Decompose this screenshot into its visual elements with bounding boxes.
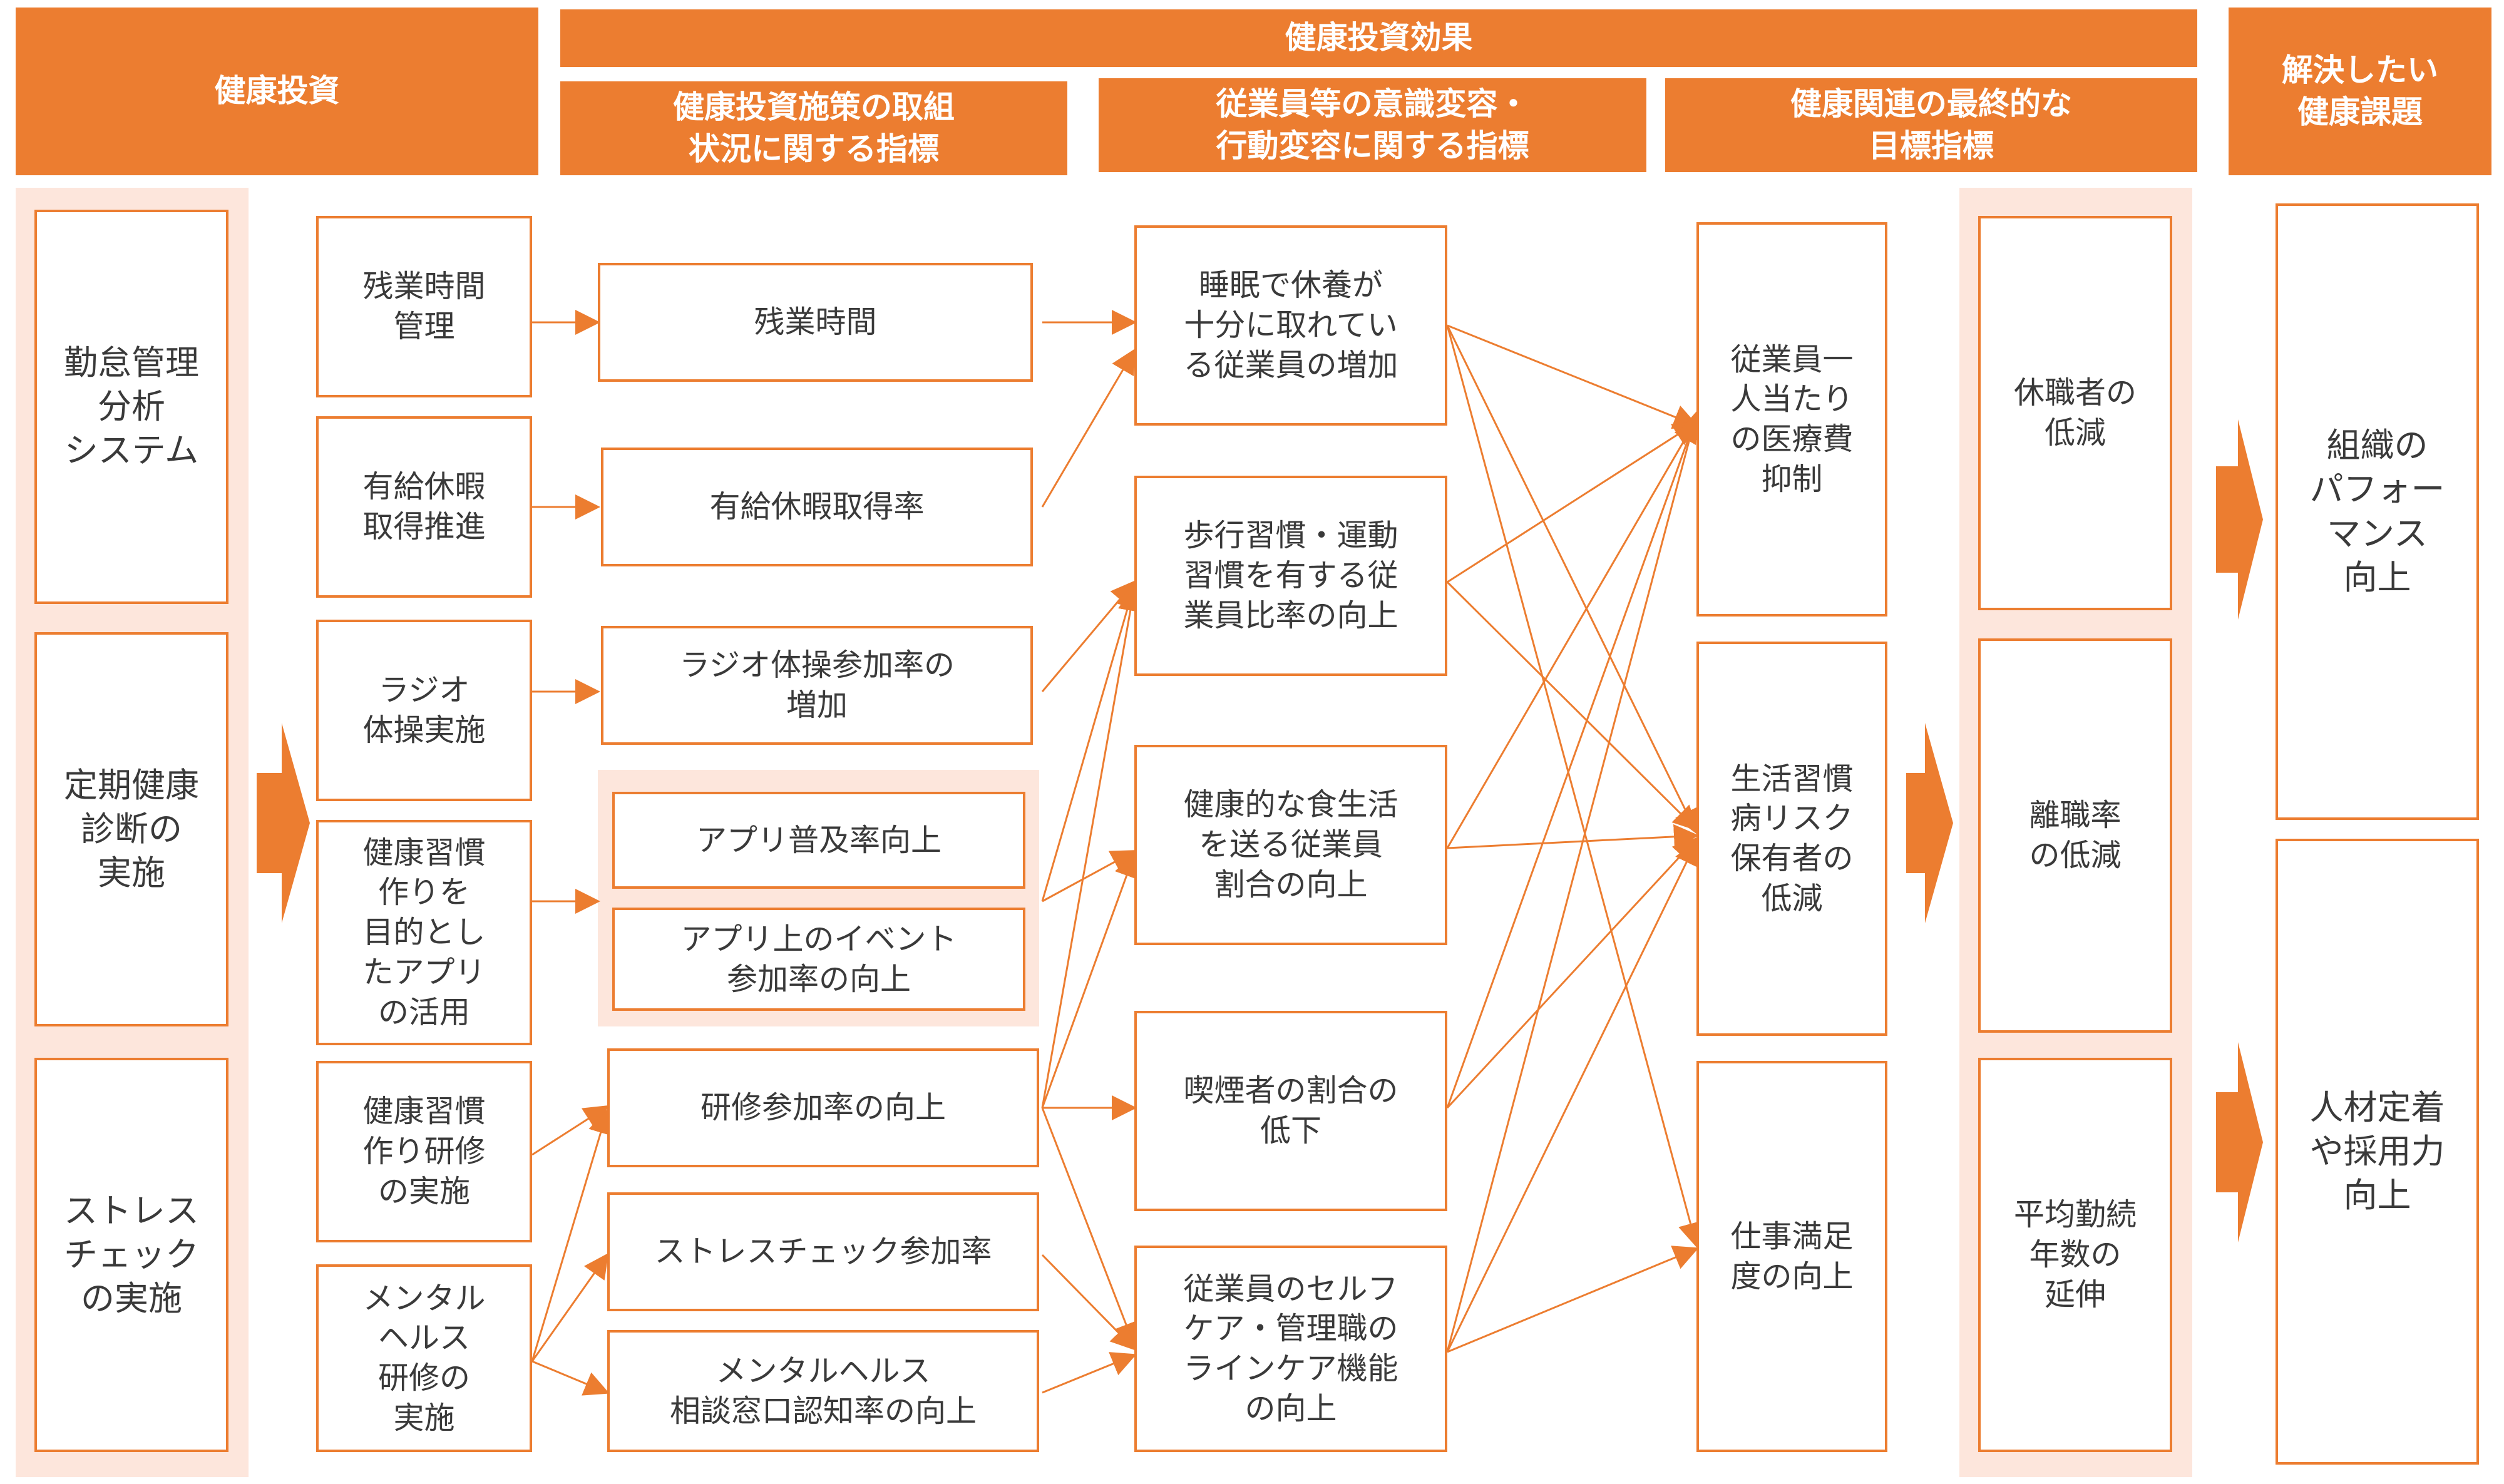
indicator-paid-leave-rate: 有給休暇取得率 (601, 448, 1033, 566)
issue-organizational-performance: 組織の パフォー マンス 向上 (2276, 203, 2479, 820)
measure-health-app: 健康習慣 作りを 目的とし たアプリ の活用 (316, 820, 532, 1045)
arrow-outcomes-to-issue-2 (2216, 1042, 2263, 1242)
header-initiative-indicators: 健康投資施策の取組 状況に関する指標 (560, 81, 1067, 175)
indicator-healthy-diet: 健康的な食生活 を送る従業員 割合の向上 (1134, 745, 1447, 945)
header-investment: 健康投資 (16, 8, 538, 175)
header-health-issues: 解決したい 健康課題 (2229, 8, 2491, 175)
system-stress-check: ストレス チェック の実施 (34, 1058, 228, 1452)
measure-overtime-management: 残業時間 管理 (316, 216, 532, 397)
measure-radio-exercise: ラジオ 体操実施 (316, 620, 532, 801)
indicator-medical-cost: 従業員一 人当たり の医療費 抑制 (1696, 222, 1887, 617)
indicator-app-event-participation: アプリ上のイベント 参加率の向上 (612, 908, 1025, 1011)
outcome-tenure-extension: 平均勤続 年数の 延伸 (1978, 1058, 2172, 1452)
header-final-indicators: 健康関連の最終的な 目標指標 (1665, 78, 2197, 172)
system-health-checkup: 定期健康 診断の 実施 (34, 632, 228, 1026)
arrow-final-to-outcomes (1906, 723, 1953, 923)
outcome-leave-reduction: 休職者の 低減 (1978, 216, 2172, 610)
indicator-exercise-habit: 歩行習慣・運動 習慣を有する従 業員比率の向上 (1134, 476, 1447, 676)
arrow-outcomes-to-issue-1 (2216, 419, 2263, 620)
issue-retention-recruitment: 人材定着 や採用力 向上 (2276, 839, 2479, 1465)
arrow-systems-to-measures (257, 723, 310, 923)
indicator-overtime-hours: 残業時間 (598, 263, 1033, 382)
indicator-job-satisfaction: 仕事満足 度の向上 (1696, 1061, 1887, 1452)
header-awareness-indicators: 従業員等の意識変容・ 行動変容に関する指標 (1099, 78, 1646, 172)
indicator-training-participation: 研修参加率の向上 (607, 1048, 1039, 1167)
indicator-stress-check-participation: ストレスチェック参加率 (607, 1192, 1039, 1311)
system-attendance-analysis: 勤怠管理 分析 システム (34, 210, 228, 604)
measure-habit-training: 健康習慣 作り研修 の実施 (316, 1061, 532, 1242)
outcome-turnover-reduction: 離職率 の低減 (1978, 638, 2172, 1033)
indicator-radio-exercise-participation: ラジオ体操参加率の 増加 (601, 626, 1033, 745)
indicator-app-adoption: アプリ普及率向上 (612, 792, 1025, 889)
header-effects: 健康投資効果 (560, 9, 2197, 67)
indicator-self-care-line-care: 従業員のセルフ ケア・管理職の ラインケア機能 の向上 (1134, 1246, 1447, 1452)
indicator-lifestyle-disease-risk: 生活習慣 病リスク 保有者の 低減 (1696, 642, 1887, 1036)
indicator-smoking-rate: 喫煙者の割合の 低下 (1134, 1011, 1447, 1211)
indicator-sleep-rest: 睡眠で休養が 十分に取れてい る従業員の増加 (1134, 225, 1447, 426)
measure-paid-leave-promotion: 有給休暇 取得推進 (316, 416, 532, 598)
measure-mental-health-training: メンタル ヘルス 研修の 実施 (316, 1264, 532, 1452)
indicator-mental-health-awareness: メンタルヘルス 相談窓口認知率の向上 (607, 1330, 1039, 1452)
